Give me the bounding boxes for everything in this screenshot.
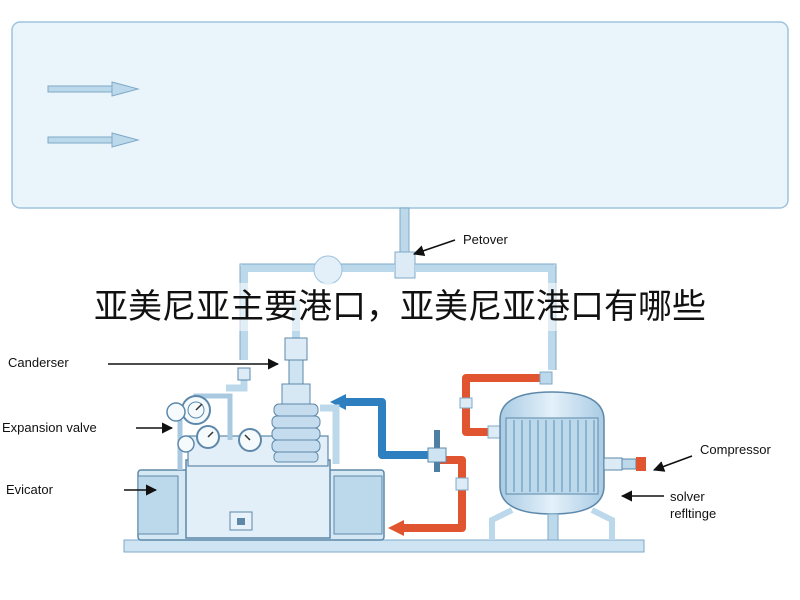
label-petover: Petover xyxy=(463,232,508,247)
flow-arrow-icon xyxy=(47,132,140,148)
pressure-gauge-icon xyxy=(238,428,262,452)
condenser-side-pipe xyxy=(320,404,340,464)
compressor-outlet xyxy=(603,457,646,471)
pressure-gauge-icon xyxy=(166,402,186,422)
valve-handle-icon xyxy=(427,430,447,472)
label-condenser: Canderser xyxy=(8,355,69,370)
pressure-gauge-icon xyxy=(181,395,211,425)
pointer-arrow-icon xyxy=(108,239,693,502)
top-panel xyxy=(11,21,789,209)
flow-arrow-icon xyxy=(47,81,140,97)
overlay-title: 亚美尼亚主要港口，亚美尼亚港口有哪些 xyxy=(0,283,800,331)
receiver-tank xyxy=(489,391,615,541)
label-solver-line1: solver xyxy=(670,489,705,504)
pressure-gauge-icon xyxy=(177,435,195,453)
label-evaporator: Evicator xyxy=(6,482,53,497)
condenser-column xyxy=(271,337,321,463)
petover-fitting xyxy=(394,251,416,279)
label-expansion-valve: Expansion valve xyxy=(2,420,97,435)
blue-pipe xyxy=(340,398,440,459)
red-pipe-lower xyxy=(400,456,466,532)
label-compressor: Compressor xyxy=(700,442,771,457)
base-platform xyxy=(123,539,645,553)
pressure-gauge-icon xyxy=(196,425,220,449)
evaporator-unit xyxy=(137,459,385,541)
pipe-junction xyxy=(313,255,343,285)
label-solver-line2: refltinge xyxy=(670,506,717,521)
drop-pipe xyxy=(399,207,410,257)
